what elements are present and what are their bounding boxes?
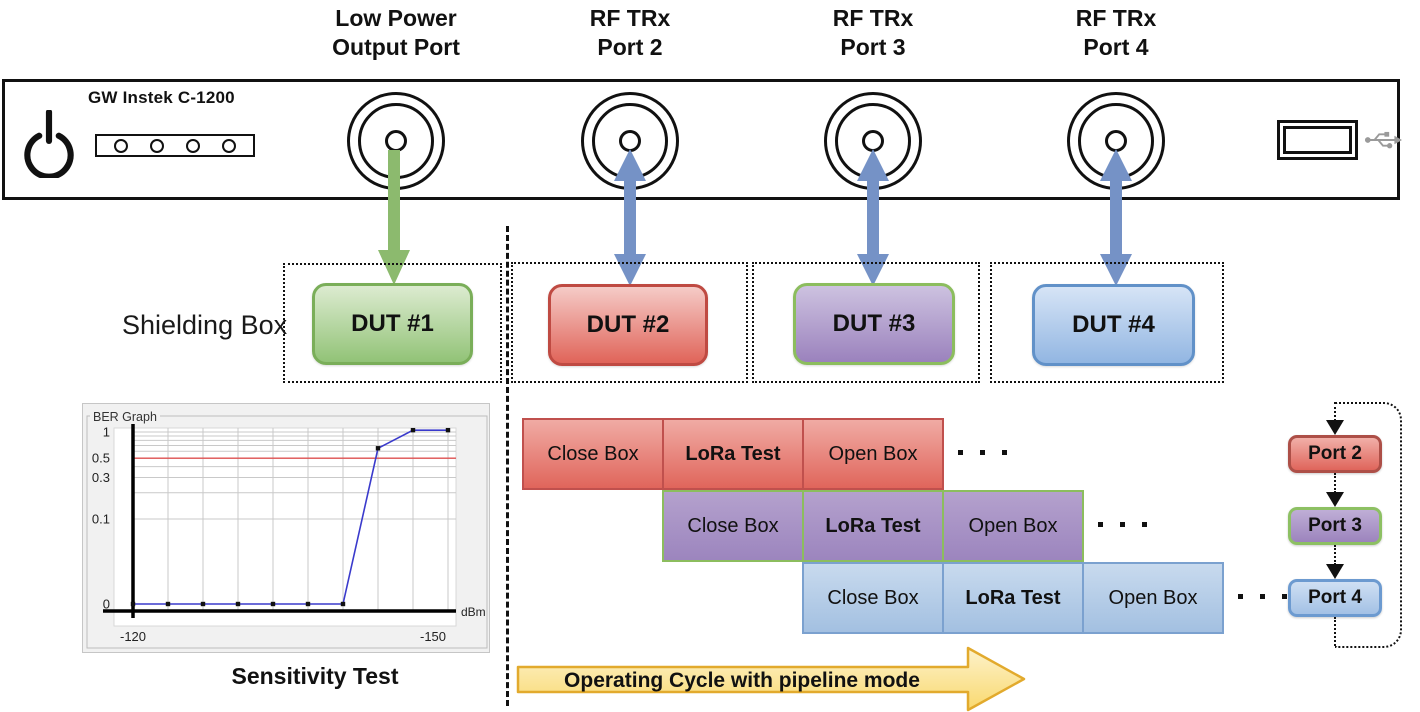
dut4-box: DUT #4 [1032,284,1195,366]
usb-port-outline [1277,120,1358,160]
svg-text:-150: -150 [420,629,446,644]
svg-text:dBm: dBm [461,605,486,619]
ber-graph: 1 0.5 0.3 0.1 0 -120 -150 dBm BER Graph [86,409,488,649]
led-indicator [150,138,164,153]
down-arrow-port1 [377,150,411,290]
cycle-port3-box: Port 3 [1288,507,1382,545]
double-arrow-port2 [613,149,647,291]
pipeline-step: Close Box [547,442,639,465]
cycle-loop-dotted-path [1335,402,1402,648]
rf-connector-ring [385,130,407,152]
led-indicator [114,138,128,153]
instrument-panel [2,79,1400,200]
usb-icon [1364,129,1402,156]
led-indicator [186,138,200,153]
shielding-box-2 [511,262,748,383]
pipeline-step: LoRa Test [662,420,802,488]
dut2-box: DUT #2 [548,284,708,366]
chart-caption: Sensitivity Test [231,663,399,689]
shielding-box-4 [990,262,1224,383]
pipeline-step: Open Box [942,492,1082,560]
cycle-arrowhead-port3 [1326,492,1344,507]
pipeline-step: LoRa Test [802,492,942,560]
dut3-box: DUT #3 [793,283,955,365]
double-arrow-port3 [856,149,890,291]
dut1-box: DUT #1 [312,283,473,365]
ellipsis-dots [1098,522,1147,527]
cycle-dotted-stub [1334,473,1336,493]
pipeline-step: Open Box [802,420,942,488]
svg-text:0.3: 0.3 [92,470,110,485]
device-brand-label: GW Instek C-1200 [88,88,235,107]
shielding-box-label: Shielding Box [122,310,288,340]
cycle-arrowhead-port2 [1326,420,1344,435]
svg-text:1: 1 [103,425,110,440]
pipeline-step: Close Box [687,514,779,537]
double-arrow-port4 [1099,149,1133,291]
ber-graph-panel: 1 0.5 0.3 0.1 0 -120 -150 dBm BER Graph [82,403,490,653]
svg-text:0: 0 [103,597,110,612]
pipeline-step: Close Box [827,586,919,609]
led-indicator [222,138,236,153]
svg-text:0.1: 0.1 [92,512,110,527]
cycle-dotted-stub [1334,545,1336,565]
cycle-dotted-stub [1334,617,1336,646]
dashed-separator-line [506,226,509,706]
cycle-dotted-stub [1334,402,1336,421]
svg-text:BER Graph: BER Graph [93,410,157,424]
led-indicator-strip [95,134,255,157]
cycle-port2-box: Port 2 [1288,435,1382,473]
operating-cycle-arrow [516,646,1028,712]
shielding-box-1 [283,263,502,383]
ellipsis-dots [958,450,1007,455]
cycle-port4-box: Port 4 [1288,579,1382,617]
ellipsis-dots [1238,594,1287,599]
power-icon [24,108,74,183]
shielding-box-3 [752,262,980,383]
svg-text:0.5: 0.5 [92,451,110,466]
pipeline-step: LoRa Test [942,564,1082,632]
pipeline-step: Open Box [1082,564,1222,632]
operating-cycle-arrow-label: Operating Cycle with pipeline mode [564,669,920,692]
svg-text:-120: -120 [120,629,146,644]
cycle-arrowhead-port4 [1326,564,1344,579]
